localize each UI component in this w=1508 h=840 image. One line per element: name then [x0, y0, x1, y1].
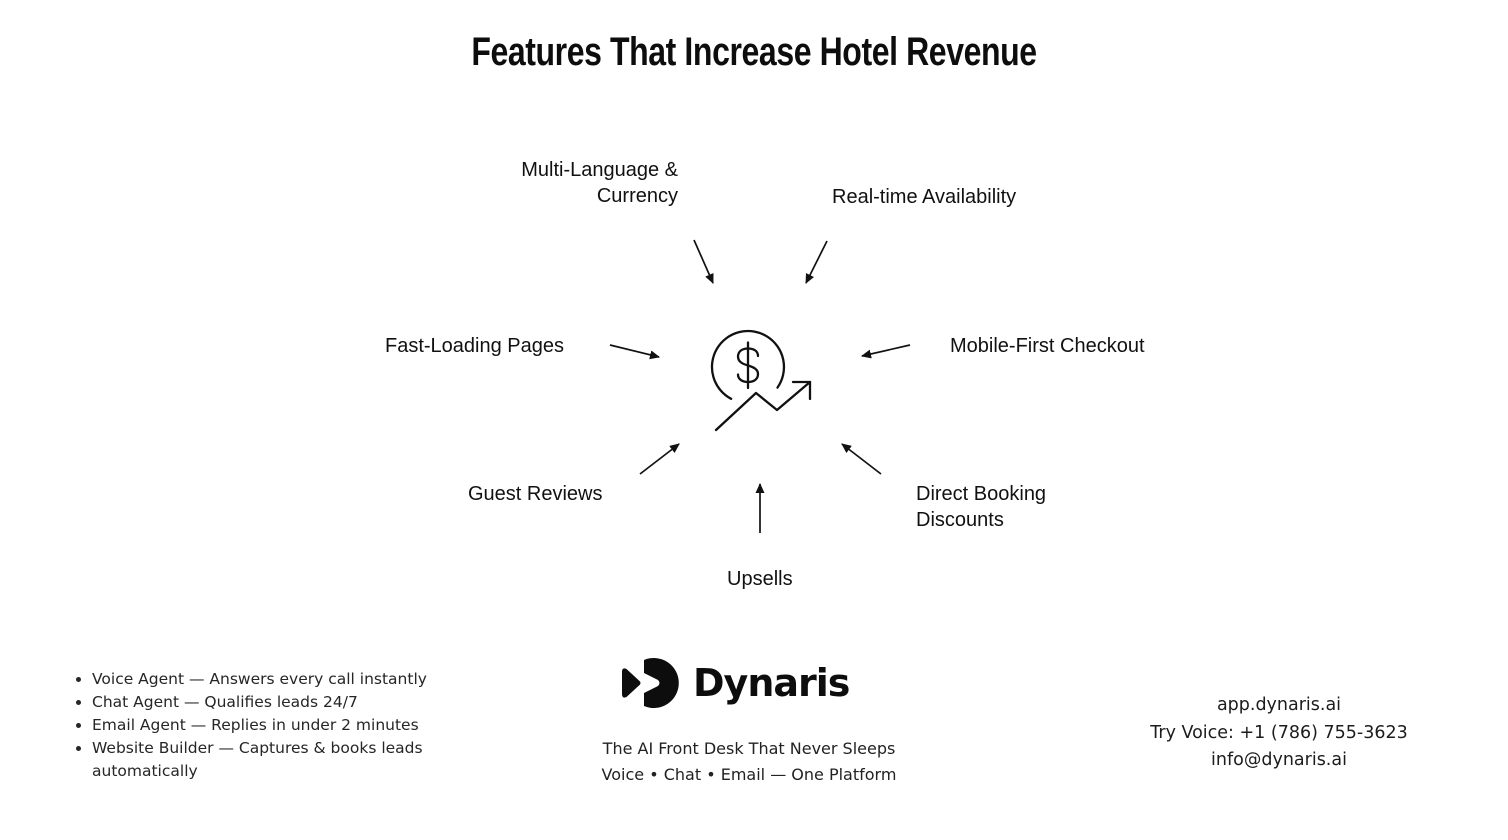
contact-phone: Try Voice: +1 (786) 755-3623 — [1150, 722, 1408, 743]
arrow-mobile-first-icon — [861, 344, 911, 359]
list-item: Chat Agent — Qualifies leads 24/7 — [92, 691, 445, 714]
feature-label-mobile-first: Mobile-First Checkout — [950, 335, 1145, 357]
feature-label-multi-language: Multi-Language & Currency — [521, 159, 678, 207]
contact-block: app.dynaris.ai Try Voice: +1 (786) 755-3… — [1129, 692, 1429, 775]
list-item: Voice Agent — Answers every call instant… — [92, 668, 445, 691]
arrow-realtime-icon — [805, 240, 828, 284]
feature-label-guest-reviews: Guest Reviews — [468, 483, 603, 505]
feature-label-direct-booking: Direct Booking Discounts — [916, 483, 1047, 531]
feature-label-realtime-availability: Real-time Availability — [832, 186, 1017, 208]
brand-logo: Dynaris — [620, 654, 850, 712]
feature-label-fast-loading: Fast-Loading Pages — [385, 335, 565, 357]
arrow-multi-language-icon — [693, 239, 714, 284]
contact-website: app.dynaris.ai — [1216, 695, 1342, 715]
list-item: Website Builder — Captures & books leads… — [92, 737, 445, 783]
brand-name: Dynaris — [693, 661, 850, 705]
revenue-growth-icon — [710, 329, 812, 432]
arrow-direct-booking-icon — [841, 443, 882, 475]
list-item: Email Agent — Replies in under 2 minutes — [92, 714, 445, 737]
dynaris-logo-icon — [622, 658, 679, 708]
arrow-guest-reviews-icon — [639, 443, 680, 475]
brand-tagline: The AI Front Desk That Never Sleeps Voic… — [601, 739, 897, 784]
contact-email: info@dynaris.ai — [1211, 750, 1347, 770]
agent-feature-list: Voice Agent — Answers every call instant… — [73, 668, 445, 783]
radial-arrows — [609, 239, 911, 533]
page-title: Features That Increase Hotel Revenue — [471, 30, 1037, 74]
arrow-fast-loading-icon — [609, 344, 660, 360]
feature-label-upsells: Upsells — [727, 568, 793, 590]
